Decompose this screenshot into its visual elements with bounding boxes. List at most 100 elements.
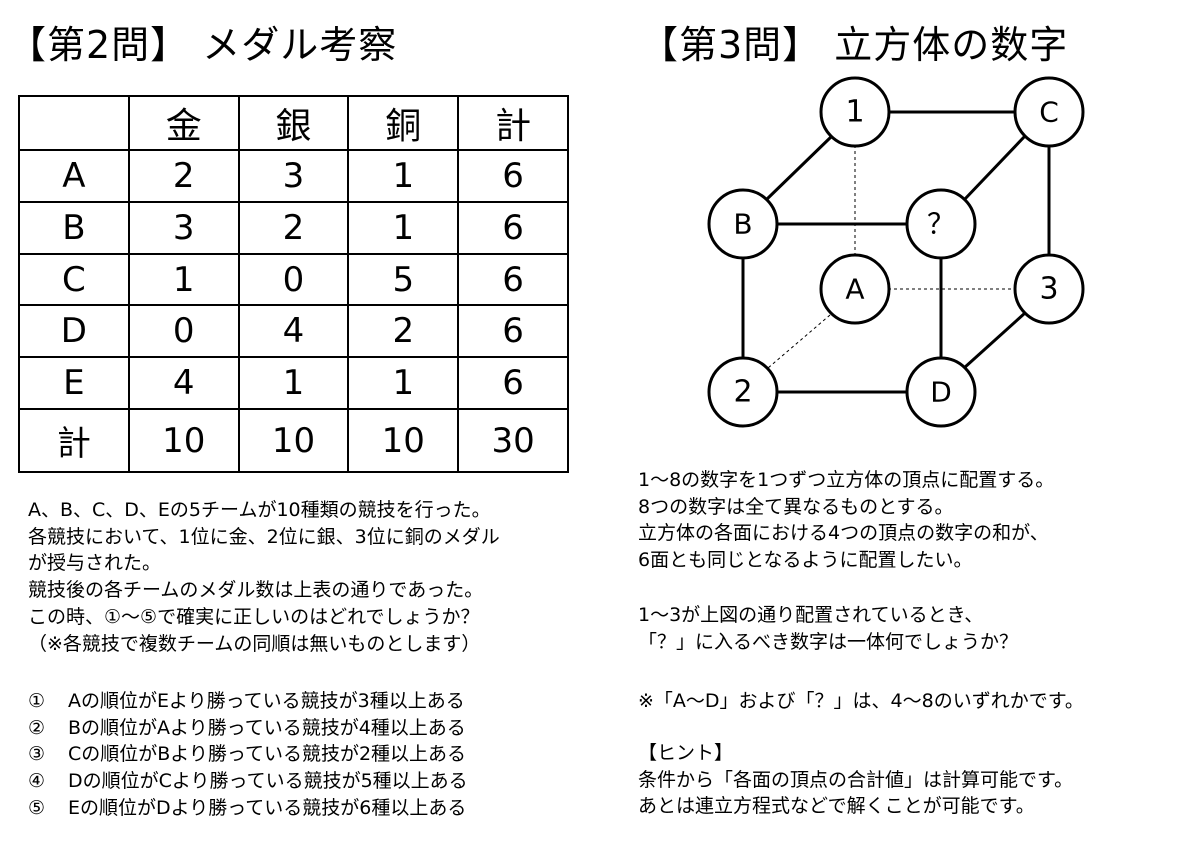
- medal-table: 金 銀 銅 計 A 2 3 1 6 B 3 2 1 6 C 1 0 5 6 D: [18, 95, 569, 473]
- table-cell: 4: [127, 356, 240, 411]
- option-item: ④ Dの順位がCより勝っている競技が5種以上ある: [28, 768, 468, 795]
- table-cell: 6: [457, 252, 569, 307]
- table-row: E 4 1 1 6: [18, 356, 569, 411]
- table-cell: 6: [457, 149, 569, 203]
- header-cell: [18, 95, 130, 151]
- vertex-label-c: C: [1039, 96, 1059, 129]
- vertex-circles: [707, 76, 1085, 428]
- option-text: Bの順位がAより勝っている競技が4種以上ある: [68, 716, 466, 739]
- vertex-label-b: B: [733, 208, 752, 241]
- vertex-circle: [1013, 253, 1085, 325]
- table-cell: 3: [127, 200, 240, 255]
- statement-line: （※各競技で複数チームの同順は無いものとします）: [28, 632, 481, 655]
- table-total-row: 計 10 10 10 30: [18, 408, 569, 473]
- hint-title: 【ヒント】: [638, 742, 734, 764]
- team-cell: D: [18, 304, 130, 359]
- statement-line: 1～8の数字を1つずつ立方体の頂点に配置する。: [638, 469, 1055, 491]
- table-cell: 5: [347, 252, 460, 307]
- statement-line: A、B、C、D、Eの5チームが10種類の競技を行った。: [28, 499, 491, 521]
- vertex-circle: [707, 188, 779, 260]
- vertex-circle: [819, 253, 891, 325]
- table-cell: 1: [347, 200, 460, 255]
- option-text: Dの順位がCより勝っている競技が5種以上ある: [68, 770, 468, 793]
- statement-line: 6面とも同じとなるように配置したい。: [638, 549, 973, 572]
- vertex-label-2: 2: [733, 375, 752, 410]
- table-cell: 6: [457, 200, 569, 255]
- team-cell: C: [18, 252, 130, 307]
- table-cell: 30: [457, 408, 569, 473]
- problem2-title: 【第2問】 メダル考察: [8, 23, 398, 67]
- table-cell: 0: [127, 304, 240, 359]
- option-number: ⑤: [28, 796, 46, 819]
- option-text: Eの順位がDより勝っている競技が6種以上ある: [68, 796, 467, 819]
- vertex-label-a: A: [845, 273, 864, 306]
- option-text: Aの順位がEより勝っている競技が3種以上ある: [68, 690, 465, 712]
- statement-line: 各競技において、1位に金、2位に銀、3位に銅のメダル: [28, 525, 500, 548]
- edge: [764, 134, 834, 202]
- table-cell: 1: [127, 252, 240, 307]
- problem2-statement: A、B、C、D、Eの5チームが10種類の競技を行った。 各競技において、1位に金…: [28, 497, 500, 657]
- header-gold: 金: [127, 95, 240, 151]
- vertex-circle: [905, 356, 977, 428]
- header-bronze: 銅: [347, 95, 460, 151]
- option-item: ③ Cの順位がBより勝っている競技が2種以上ある: [28, 741, 468, 768]
- problem3-title: 【第3問】 立方体の数字: [640, 23, 1069, 67]
- option-number: ②: [28, 716, 46, 739]
- table-cell: 1: [347, 149, 460, 203]
- vertex-label-d: D: [930, 376, 952, 409]
- problem3-note: ※「A～D」および「？」は、4～8のいずれかです。: [638, 688, 1084, 715]
- problem3-question: 1～3が上図の通り配置されているとき、 「？」に入るべき数字は一体何でしょうか？: [638, 602, 1018, 655]
- question-line: 1～3が上図の通り配置されているとき、: [638, 604, 984, 626]
- problem3-statement: 1～8の数字を1つずつ立方体の頂点に配置する。 8つの数字は全て異なるものとする…: [638, 467, 1054, 574]
- vertex-label-3: 3: [1039, 272, 1058, 307]
- visible-edges: [741, 110, 1051, 394]
- hidden-edge: [767, 314, 831, 369]
- option-number: ④: [28, 770, 46, 793]
- option-item: ① Aの順位がEより勝っている競技が3種以上ある: [28, 688, 468, 715]
- team-cell: E: [18, 356, 130, 411]
- vertex-circle: [819, 76, 891, 148]
- table-cell: 2: [347, 304, 460, 359]
- hint-line: あとは連立方程式などで解くことが可能です。: [638, 795, 1035, 818]
- option-text: Cの順位がBより勝っている競技が2種以上ある: [68, 743, 467, 766]
- note-line: ※「A～D」および「？」は、4～8のいずれかです。: [638, 690, 1084, 712]
- table-cell: 2: [237, 200, 350, 255]
- problem2-options: ① Aの順位がEより勝っている競技が3種以上ある ② Bの順位がAより勝っている…: [28, 688, 468, 822]
- team-cell: B: [18, 200, 130, 255]
- table-cell: 10: [237, 408, 350, 473]
- table-cell: 10: [127, 408, 240, 473]
- vertex-label-question: ？: [927, 208, 955, 241]
- option-item: ② Bの順位がAより勝っている競技が4種以上ある: [28, 715, 468, 742]
- statement-line: が授与された。: [28, 552, 162, 575]
- table-row: B 3 2 1 6: [18, 200, 569, 255]
- total-label-cell: 計: [18, 408, 130, 473]
- statement-line: 立方体の各面における4つの頂点の数字の和が、: [638, 522, 1049, 545]
- table-row: A 2 3 1 6: [18, 149, 569, 203]
- table-row: C 1 0 5 6: [18, 252, 569, 307]
- vertex-circle: [707, 356, 779, 428]
- question-line: 「？」に入るべき数字は一体何でしょうか？: [638, 630, 1019, 653]
- table-cell: 1: [237, 356, 350, 411]
- statement-line: 8つの数字は全て異なるものとする。: [638, 495, 954, 518]
- table-cell: 3: [237, 149, 350, 203]
- option-item: ⑤ Eの順位がDより勝っている競技が6種以上ある: [28, 795, 468, 822]
- problem3-hint: 【ヒント】 条件から「各面の頂点の合計値」は計算可能です。 あとは連立方程式など…: [638, 740, 1073, 820]
- table-cell: 6: [457, 356, 569, 411]
- option-number: ③: [28, 743, 46, 766]
- table-cell: 10: [347, 408, 460, 473]
- vertex-circle: [1013, 76, 1085, 148]
- table-cell: 2: [127, 149, 240, 203]
- hint-line: 条件から「各面の頂点の合計値」は計算可能です。: [638, 768, 1074, 791]
- table-cell: 4: [237, 304, 350, 359]
- table-cell: 1: [347, 356, 460, 411]
- hidden-edges: [767, 145, 1015, 369]
- table-row: D 0 4 2 6: [18, 304, 569, 359]
- vertex-circle: [905, 188, 977, 260]
- table-header-row: 金 銀 銅 計: [18, 95, 569, 151]
- table-cell: 6: [457, 304, 569, 359]
- header-total: 計: [457, 95, 569, 151]
- header-silver: 銀: [237, 95, 350, 151]
- team-cell: A: [18, 149, 130, 203]
- statement-line: 競技後の各チームのメダル数は上表の通りであった。: [28, 579, 484, 602]
